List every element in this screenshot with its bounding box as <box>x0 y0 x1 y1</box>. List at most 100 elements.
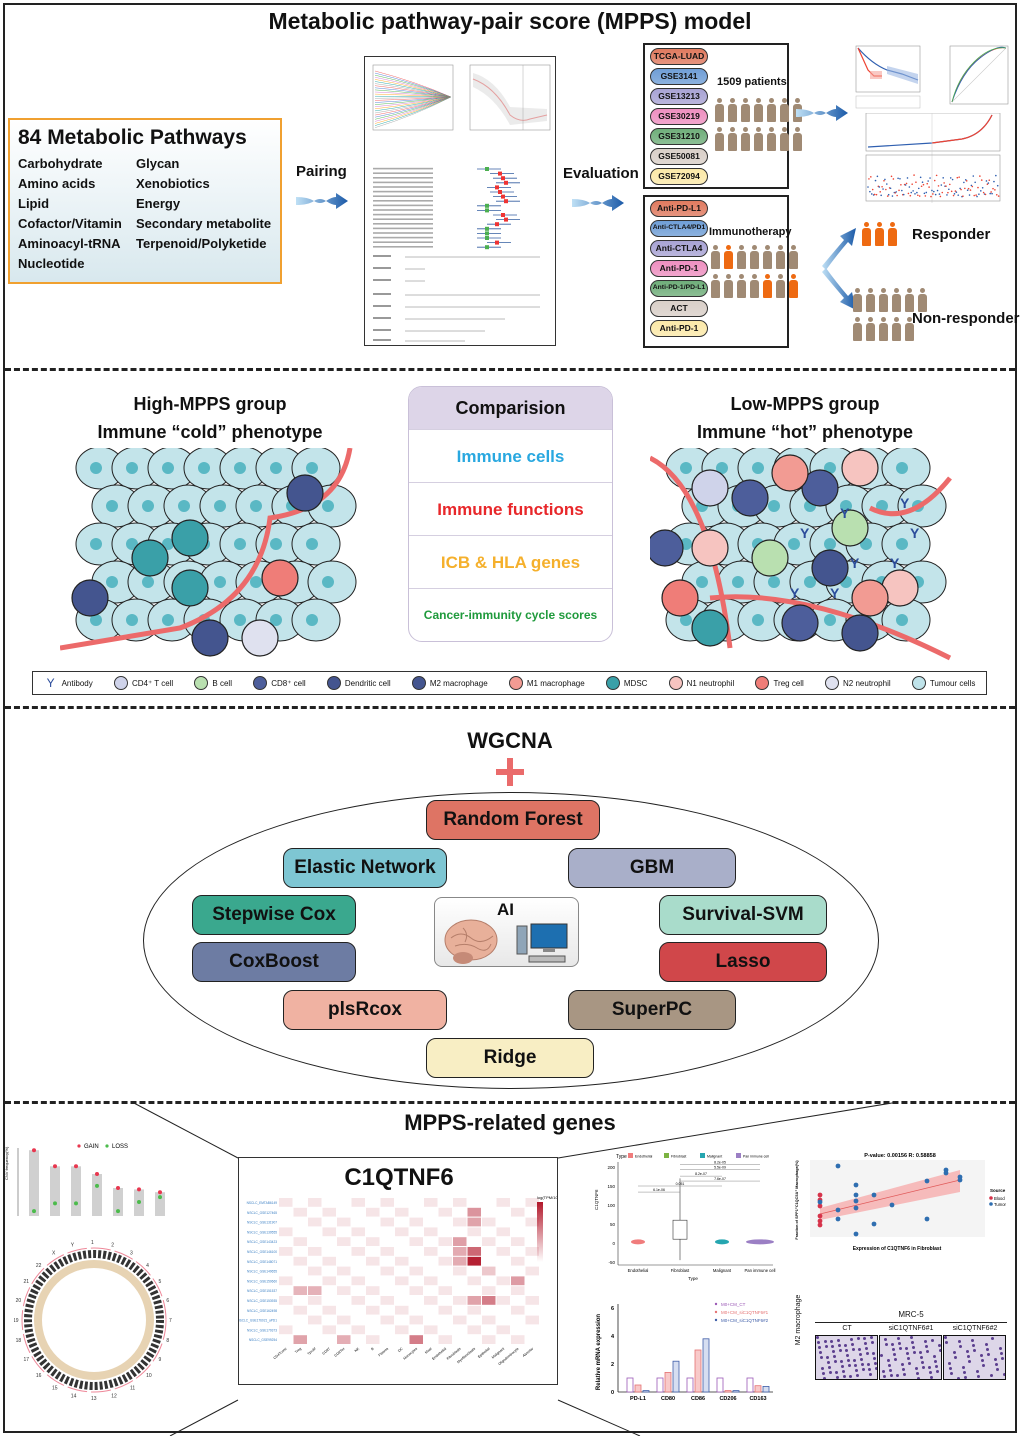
violin-legend-label: Malignant <box>707 1155 722 1159</box>
risk-scatter-point <box>905 182 908 185</box>
bar-mark <box>664 1372 672 1393</box>
stained-cell-dot <box>823 1377 826 1379</box>
microscopy-column-label: CT <box>842 1325 852 1332</box>
risk-scatter-point <box>869 190 871 193</box>
violin-x-tick: Endothelial <box>628 1268 649 1273</box>
cohort-pill: Anti-PD-1/PD-L1 <box>650 280 708 297</box>
scatter-ylabel: Fraction of SPP1⁺C1QC5A⁺ Macrophage(%) <box>795 1160 799 1240</box>
stained-cell-dot <box>922 1366 925 1369</box>
forest-row-label <box>373 167 433 170</box>
heatmap-cell <box>511 1207 525 1217</box>
stained-cell-dot <box>849 1375 852 1378</box>
stained-cell-dot <box>838 1344 841 1347</box>
stained-cell-dot <box>905 1347 908 1350</box>
stained-cell-dot <box>852 1348 855 1351</box>
cnv-bar <box>155 1192 165 1216</box>
violin-y-tick: -50 <box>608 1260 615 1265</box>
nomogram-label <box>373 255 391 257</box>
bar-category-label: PD-L1 <box>630 1396 646 1402</box>
lasso-path-line <box>374 91 452 98</box>
tumour-nucleus <box>840 500 852 512</box>
legend-label: N2 neutrophil <box>843 678 891 688</box>
stained-cell-dot <box>831 1345 834 1348</box>
tumour-nucleus <box>214 576 226 588</box>
heatmap-row-label: NSCLC_EMTAB6149 <box>247 1201 278 1205</box>
risk-scatter-point <box>951 178 954 181</box>
risk-scatter-point <box>920 185 923 188</box>
pvalue-label: 8.2e-07 <box>695 1172 707 1176</box>
risk-scatter-point <box>919 176 922 179</box>
scatter-point <box>943 1170 949 1176</box>
stained-cell-dot <box>841 1365 844 1368</box>
cnv-loss-point <box>95 1183 99 1188</box>
m2-macrophage-icon <box>411 676 426 690</box>
tumour-cells-icon <box>911 676 926 690</box>
risk-scatter-point <box>960 188 962 191</box>
heatmap-cell <box>467 1276 481 1286</box>
heatmap-cell <box>395 1305 409 1315</box>
stained-cell-dot <box>865 1347 868 1350</box>
stained-cell-dot <box>833 1355 836 1358</box>
chromosome-label: 12 <box>111 1393 117 1399</box>
person-icon <box>737 274 746 298</box>
comparison-row: ICB & HLA genes <box>409 535 612 588</box>
stained-cell-dot <box>822 1372 825 1375</box>
bar-mark <box>642 1390 650 1393</box>
heatmap-col-label: CD8T <box>322 1346 332 1355</box>
chromosome-label: 6 <box>166 1298 169 1304</box>
lasso-path-line <box>374 77 452 98</box>
stained-cell-dot <box>985 1343 988 1346</box>
heatmap-cell <box>453 1247 467 1256</box>
nomogram-label <box>373 317 391 319</box>
person-icon <box>905 288 914 312</box>
heatmap-cell <box>308 1198 322 1207</box>
tumour-nucleus <box>126 538 138 550</box>
stained-cell-dot <box>925 1345 928 1348</box>
heatmap-legend-title: log(TPM/10+1) <box>537 1195 557 1200</box>
responder-person-icon <box>724 245 733 269</box>
stained-cell-dot <box>945 1341 948 1344</box>
pathway-item: Xenobiotics <box>136 176 210 191</box>
legend-item: Dendritic cell <box>326 676 391 690</box>
bar-mark <box>702 1338 710 1393</box>
heatmap-cell <box>438 1256 452 1266</box>
comparison-header: Comparision <box>409 387 612 429</box>
chromosome-label: 18 <box>16 1338 22 1344</box>
stained-cell-dot <box>819 1351 822 1354</box>
bar-legend-label: M0+CM_siC1QTNF6#2 <box>721 1318 769 1323</box>
legend-item: N2 neutrophil <box>825 676 891 690</box>
evaluation-label: Evaluation <box>563 165 639 182</box>
scatter-point <box>871 1221 877 1227</box>
forest-point <box>498 171 502 176</box>
chromosome-label: X <box>52 1250 56 1256</box>
person-row <box>715 127 802 151</box>
risk-scatter-point <box>916 191 918 194</box>
antibody-icon: Y <box>900 495 910 511</box>
heatmap-cell <box>293 1305 307 1315</box>
risk-scatter-point <box>948 188 950 191</box>
immune-cell <box>261 559 299 597</box>
bar-mark <box>724 1390 732 1393</box>
stained-cell-dot <box>885 1343 888 1346</box>
lasso-path-line <box>374 96 452 116</box>
heatmap-cell <box>337 1266 351 1276</box>
cnv-loss-point <box>74 1201 78 1206</box>
heatmap-cell <box>424 1227 438 1237</box>
bar-category-label: CD163 <box>749 1396 766 1402</box>
chromosome-label: 1 <box>91 1240 94 1246</box>
tumour-nucleus <box>752 462 764 474</box>
stained-cell-dot <box>916 1372 919 1375</box>
forest-point <box>495 240 499 245</box>
cnv-ylabel: CNV frequency(%) <box>4 1146 9 1180</box>
person-icon <box>780 98 789 122</box>
bar-legend-marker <box>714 1318 718 1322</box>
heatmap-col-label: CD8Tex <box>334 1347 346 1358</box>
heatmap-cell <box>482 1286 496 1295</box>
risk-scatter-point <box>971 185 974 188</box>
risk-scatter-point <box>940 184 943 186</box>
scatter-point <box>853 1231 859 1237</box>
risk-scatter-point <box>985 180 988 182</box>
pairing-arrow-icon <box>296 193 348 209</box>
